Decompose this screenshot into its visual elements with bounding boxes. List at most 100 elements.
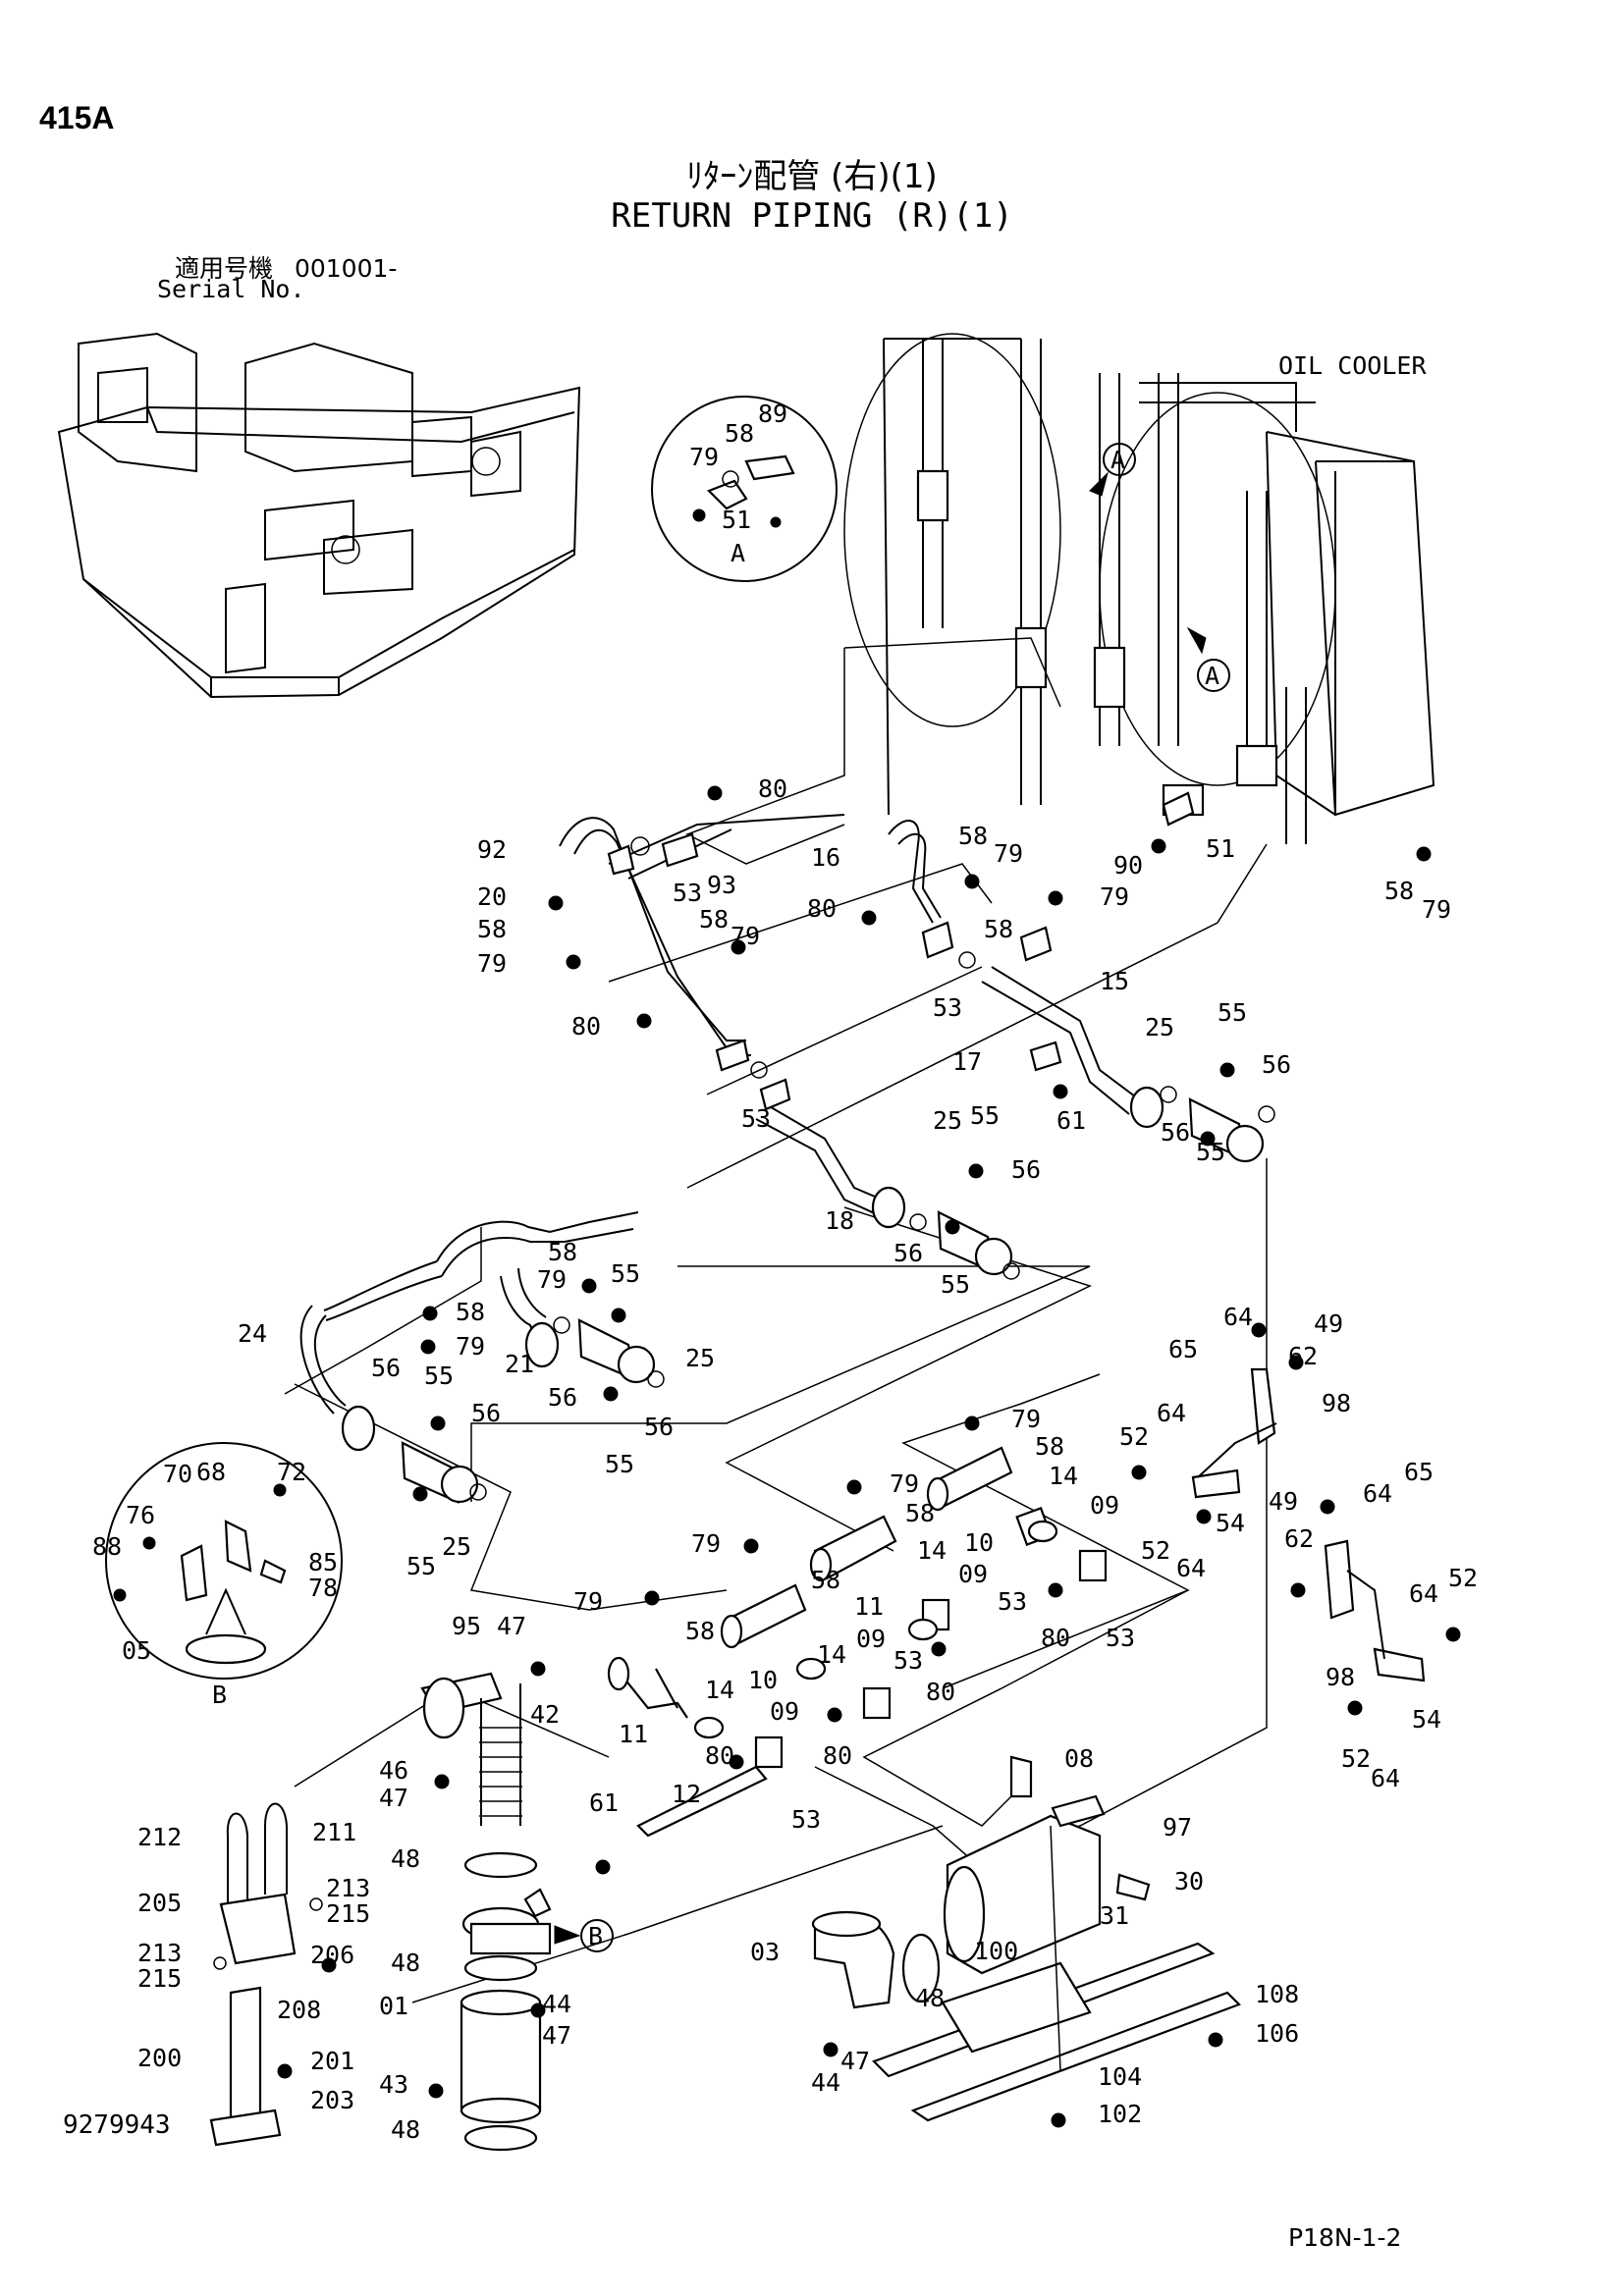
part-number-label: 79	[1422, 895, 1451, 924]
machine-overview-illustration	[57, 332, 581, 699]
part-number-label: 56	[371, 1354, 401, 1382]
part-number-label: 215	[326, 1899, 370, 1928]
part-number-label: 58	[1384, 877, 1414, 905]
part-number-label: 53	[741, 1104, 771, 1133]
part-number-label: 53	[673, 879, 702, 907]
part-number-label: 203	[310, 2086, 354, 2114]
part-number-label: 49	[1269, 1487, 1298, 1516]
part-number-label: 64	[1223, 1303, 1253, 1331]
part-number-label: 64	[1157, 1399, 1186, 1427]
serial-label-en: Serial No.	[157, 275, 305, 303]
part-number-label: 01	[379, 1992, 408, 2020]
part-number-label: 200	[137, 2044, 182, 2072]
part-number-label: 58	[958, 822, 988, 850]
part-number-label: 95	[452, 1612, 481, 1640]
callout-a-label-1: A	[1110, 446, 1125, 474]
callout-a-label-2: A	[1205, 662, 1219, 690]
alignment-lines	[284, 637, 1268, 2003]
part-number-label: 08	[1064, 1744, 1094, 1773]
part-number-label: 80	[758, 774, 787, 803]
part-number-label: 51	[722, 506, 751, 534]
part-number-label: 56	[471, 1399, 501, 1427]
part-number-label: 79	[994, 839, 1023, 868]
part-number-label: 56	[1161, 1118, 1190, 1147]
part-number-label: 58	[725, 419, 754, 448]
part-number-label: 79	[537, 1265, 567, 1294]
part-number-label: 11	[619, 1720, 648, 1748]
part-number-label: 25	[685, 1344, 715, 1372]
part-number-label: 100	[974, 1937, 1018, 1965]
part-number-label: 208	[277, 1996, 321, 2024]
part-number-label: 80	[807, 894, 837, 923]
part-number-label: 61	[1056, 1106, 1086, 1135]
part-number-label: 46	[379, 1756, 408, 1785]
part-number-label: 212	[137, 1823, 182, 1851]
part-number-label: 53	[1106, 1624, 1135, 1652]
bellows-pipe	[420, 1672, 552, 2152]
part-number-label: 65	[1404, 1458, 1434, 1486]
part-number-label: 48	[915, 1984, 945, 2012]
part-number-label: 213	[326, 1874, 370, 1902]
part-number-label: 21	[505, 1350, 534, 1378]
part-number-label: 79	[731, 922, 760, 950]
return-pipe-lines	[299, 814, 1140, 1415]
part-number-label: 106	[1255, 2019, 1299, 2048]
part-number-label: 53	[998, 1587, 1027, 1616]
part-number-label: 80	[705, 1741, 734, 1770]
part-number-label: 11	[854, 1592, 884, 1621]
page-reference: P18N-1-2	[1288, 2223, 1402, 2252]
part-number-label: 79	[1011, 1405, 1041, 1433]
part-number-label: 213	[137, 1939, 182, 1967]
part-number-label: 25	[933, 1106, 962, 1135]
part-number-label: 55	[970, 1101, 1000, 1130]
part-number-label: 64	[1176, 1554, 1206, 1582]
part-number-label: 54	[1216, 1509, 1245, 1537]
part-number-label: 85	[308, 1548, 338, 1576]
part-number-label: 70	[163, 1460, 192, 1488]
document-number: 9279943	[63, 2110, 171, 2140]
part-number-label: 52	[1341, 1744, 1371, 1773]
part-number-label: 80	[571, 1012, 601, 1041]
part-number-label: 15	[1100, 967, 1129, 995]
part-number-label: 80	[1041, 1624, 1070, 1652]
part-number-label: 88	[92, 1532, 122, 1561]
part-number-label: 25	[1145, 1013, 1174, 1041]
part-number-label: 58	[685, 1617, 715, 1645]
serial-value: 001001-	[294, 254, 398, 283]
part-number-label: 17	[952, 1047, 982, 1076]
part-number-label: 58	[811, 1566, 840, 1594]
part-number-label: 47	[542, 2021, 571, 2050]
part-number-label: 97	[1163, 1813, 1192, 1842]
part-number-label: 79	[456, 1332, 485, 1361]
part-number-label: 20	[477, 882, 507, 911]
part-number-label: 53	[933, 993, 962, 1022]
part-number-label: 98	[1322, 1389, 1351, 1417]
part-number-label: 102	[1098, 2100, 1142, 2128]
part-number-label: 48	[391, 1844, 420, 1873]
part-number-label: 58	[548, 1238, 577, 1266]
part-number-label: 55	[605, 1450, 634, 1478]
part-number-label: 64	[1363, 1479, 1392, 1508]
part-number-label: 58	[477, 915, 507, 943]
part-number-label: 49	[1314, 1309, 1343, 1338]
part-number-label: 31	[1100, 1901, 1129, 1930]
part-number-label: 54	[1412, 1705, 1441, 1734]
serial-label-jp: 適用号機	[175, 254, 274, 283]
part-number-label: 90	[1113, 851, 1143, 880]
part-number-label: 14	[817, 1640, 846, 1669]
detail-b-label: B	[212, 1681, 227, 1709]
detail-b-circle	[105, 1442, 343, 1680]
part-number-label: 18	[825, 1206, 854, 1235]
stand-assembly	[209, 1802, 323, 2147]
part-number-label: 03	[750, 1938, 780, 1966]
part-number-label: 51	[1206, 834, 1235, 863]
part-number-label: 76	[126, 1501, 155, 1529]
part-number-label: 64	[1371, 1764, 1400, 1792]
part-number-label: 55	[611, 1259, 640, 1288]
part-number-label: 80	[926, 1678, 955, 1706]
part-number-label: 79	[573, 1587, 603, 1616]
part-number-label: 14	[1049, 1462, 1078, 1490]
part-number-label: 215	[137, 1964, 182, 1993]
part-number-label: 09	[856, 1625, 886, 1653]
